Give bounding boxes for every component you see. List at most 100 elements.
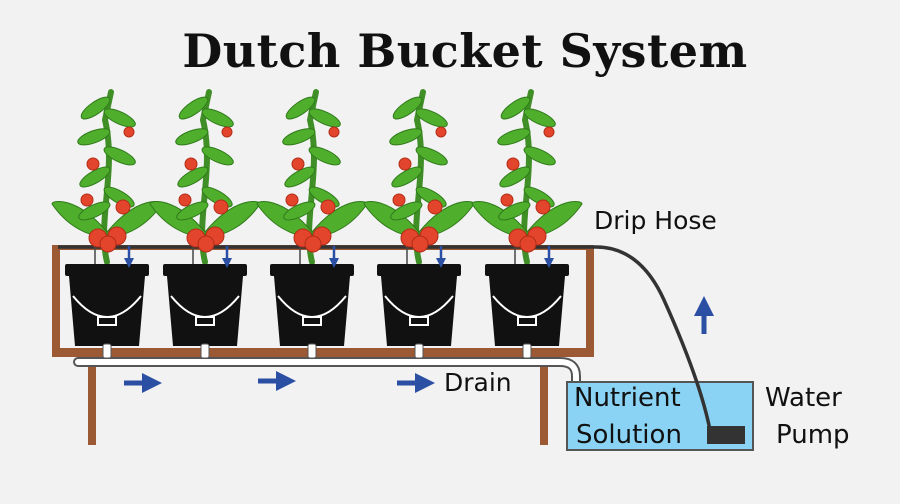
leaf	[415, 108, 448, 128]
tomato	[506, 157, 520, 171]
bucket	[377, 264, 461, 359]
bucket-rim	[163, 264, 247, 276]
bucket-body	[167, 276, 243, 346]
tomato	[398, 157, 412, 171]
leaf	[498, 201, 531, 221]
leaf	[79, 166, 111, 188]
tomato	[213, 199, 229, 215]
tomato	[328, 126, 340, 138]
bucket-drain-spout	[200, 343, 210, 359]
bucket-drain-spout	[307, 343, 317, 359]
tomato	[427, 199, 443, 215]
water-pump	[707, 426, 745, 444]
flow-arrows	[124, 296, 714, 393]
tomato	[99, 235, 117, 253]
bucket-body	[69, 276, 145, 346]
leaf	[415, 146, 448, 166]
leaf	[500, 96, 531, 120]
diagram-title: Dutch Bucket System	[182, 24, 748, 78]
leaf	[201, 146, 234, 166]
tomato	[411, 235, 429, 253]
bucket-label-plate	[409, 316, 429, 326]
bucket-body	[274, 276, 350, 346]
tomato-plant	[149, 89, 261, 265]
leaf	[523, 108, 556, 128]
tomato	[197, 235, 215, 253]
pump-label-line1: Water	[765, 383, 842, 413]
bucket-row	[51, 89, 583, 359]
bucket-unit-5	[471, 89, 583, 359]
leaf	[390, 201, 423, 221]
bucket-rim	[485, 264, 569, 276]
tomato	[221, 126, 233, 138]
bucket	[65, 264, 149, 359]
leaf	[177, 166, 209, 188]
leaf	[284, 166, 316, 188]
leaf	[282, 128, 316, 146]
tomato	[86, 157, 100, 171]
bucket-unit-2	[149, 89, 261, 359]
tomato-plant	[51, 89, 163, 265]
bucket	[163, 264, 247, 359]
tomato	[80, 193, 94, 207]
tomato-plant	[256, 89, 368, 265]
right-upright	[586, 245, 594, 357]
leaf	[176, 201, 209, 221]
leaf	[201, 108, 234, 128]
tomato	[123, 126, 135, 138]
leaf	[389, 128, 423, 146]
bucket-rim	[65, 264, 149, 276]
tomato	[320, 199, 336, 215]
leaf	[175, 128, 209, 146]
tomato	[392, 193, 406, 207]
tomato	[535, 199, 551, 215]
leaf	[103, 146, 136, 166]
tomato	[435, 126, 447, 138]
bucket-label-plate	[517, 316, 537, 326]
drip-hose-label: Drip Hose	[594, 206, 717, 235]
leaf	[283, 201, 316, 221]
left-leg	[88, 357, 96, 445]
tomato	[184, 157, 198, 171]
leaf	[523, 146, 556, 166]
tomato-plant	[363, 89, 475, 265]
drip-hose	[58, 245, 712, 431]
bucket-unit-3	[256, 89, 368, 359]
bucket-drain-spout	[102, 343, 112, 359]
leaf	[178, 96, 209, 120]
tomato-plant	[471, 89, 583, 265]
leaf	[499, 166, 531, 188]
leaf	[78, 201, 111, 221]
leaf	[392, 96, 423, 120]
left-upright	[52, 245, 60, 357]
right-leg	[540, 357, 548, 445]
leaf	[308, 108, 341, 128]
leaf	[103, 108, 136, 128]
leaf	[391, 166, 423, 188]
tomato	[543, 126, 555, 138]
bucket-body	[489, 276, 565, 346]
bucket-unit-1	[51, 89, 163, 359]
tomato	[115, 199, 131, 215]
pump-label-line2: Pump	[776, 420, 850, 450]
bucket	[485, 264, 569, 359]
tomato	[500, 193, 514, 207]
tomato	[178, 193, 192, 207]
bucket	[270, 264, 354, 359]
bucket-drain-spout	[414, 343, 424, 359]
bucket-label-plate	[302, 316, 322, 326]
leaf	[77, 128, 111, 146]
nutrient-label-line1: Nutrient	[574, 383, 681, 413]
tomato	[285, 193, 299, 207]
bucket-rim	[270, 264, 354, 276]
bucket-label-plate	[97, 316, 117, 326]
tomato	[519, 235, 537, 253]
bucket-body	[381, 276, 457, 346]
drain-pipe	[73, 357, 581, 387]
tomato	[304, 235, 322, 253]
nutrient-label-line2: Solution	[576, 420, 682, 450]
bucket-unit-4	[363, 89, 475, 359]
leaf	[308, 146, 341, 166]
